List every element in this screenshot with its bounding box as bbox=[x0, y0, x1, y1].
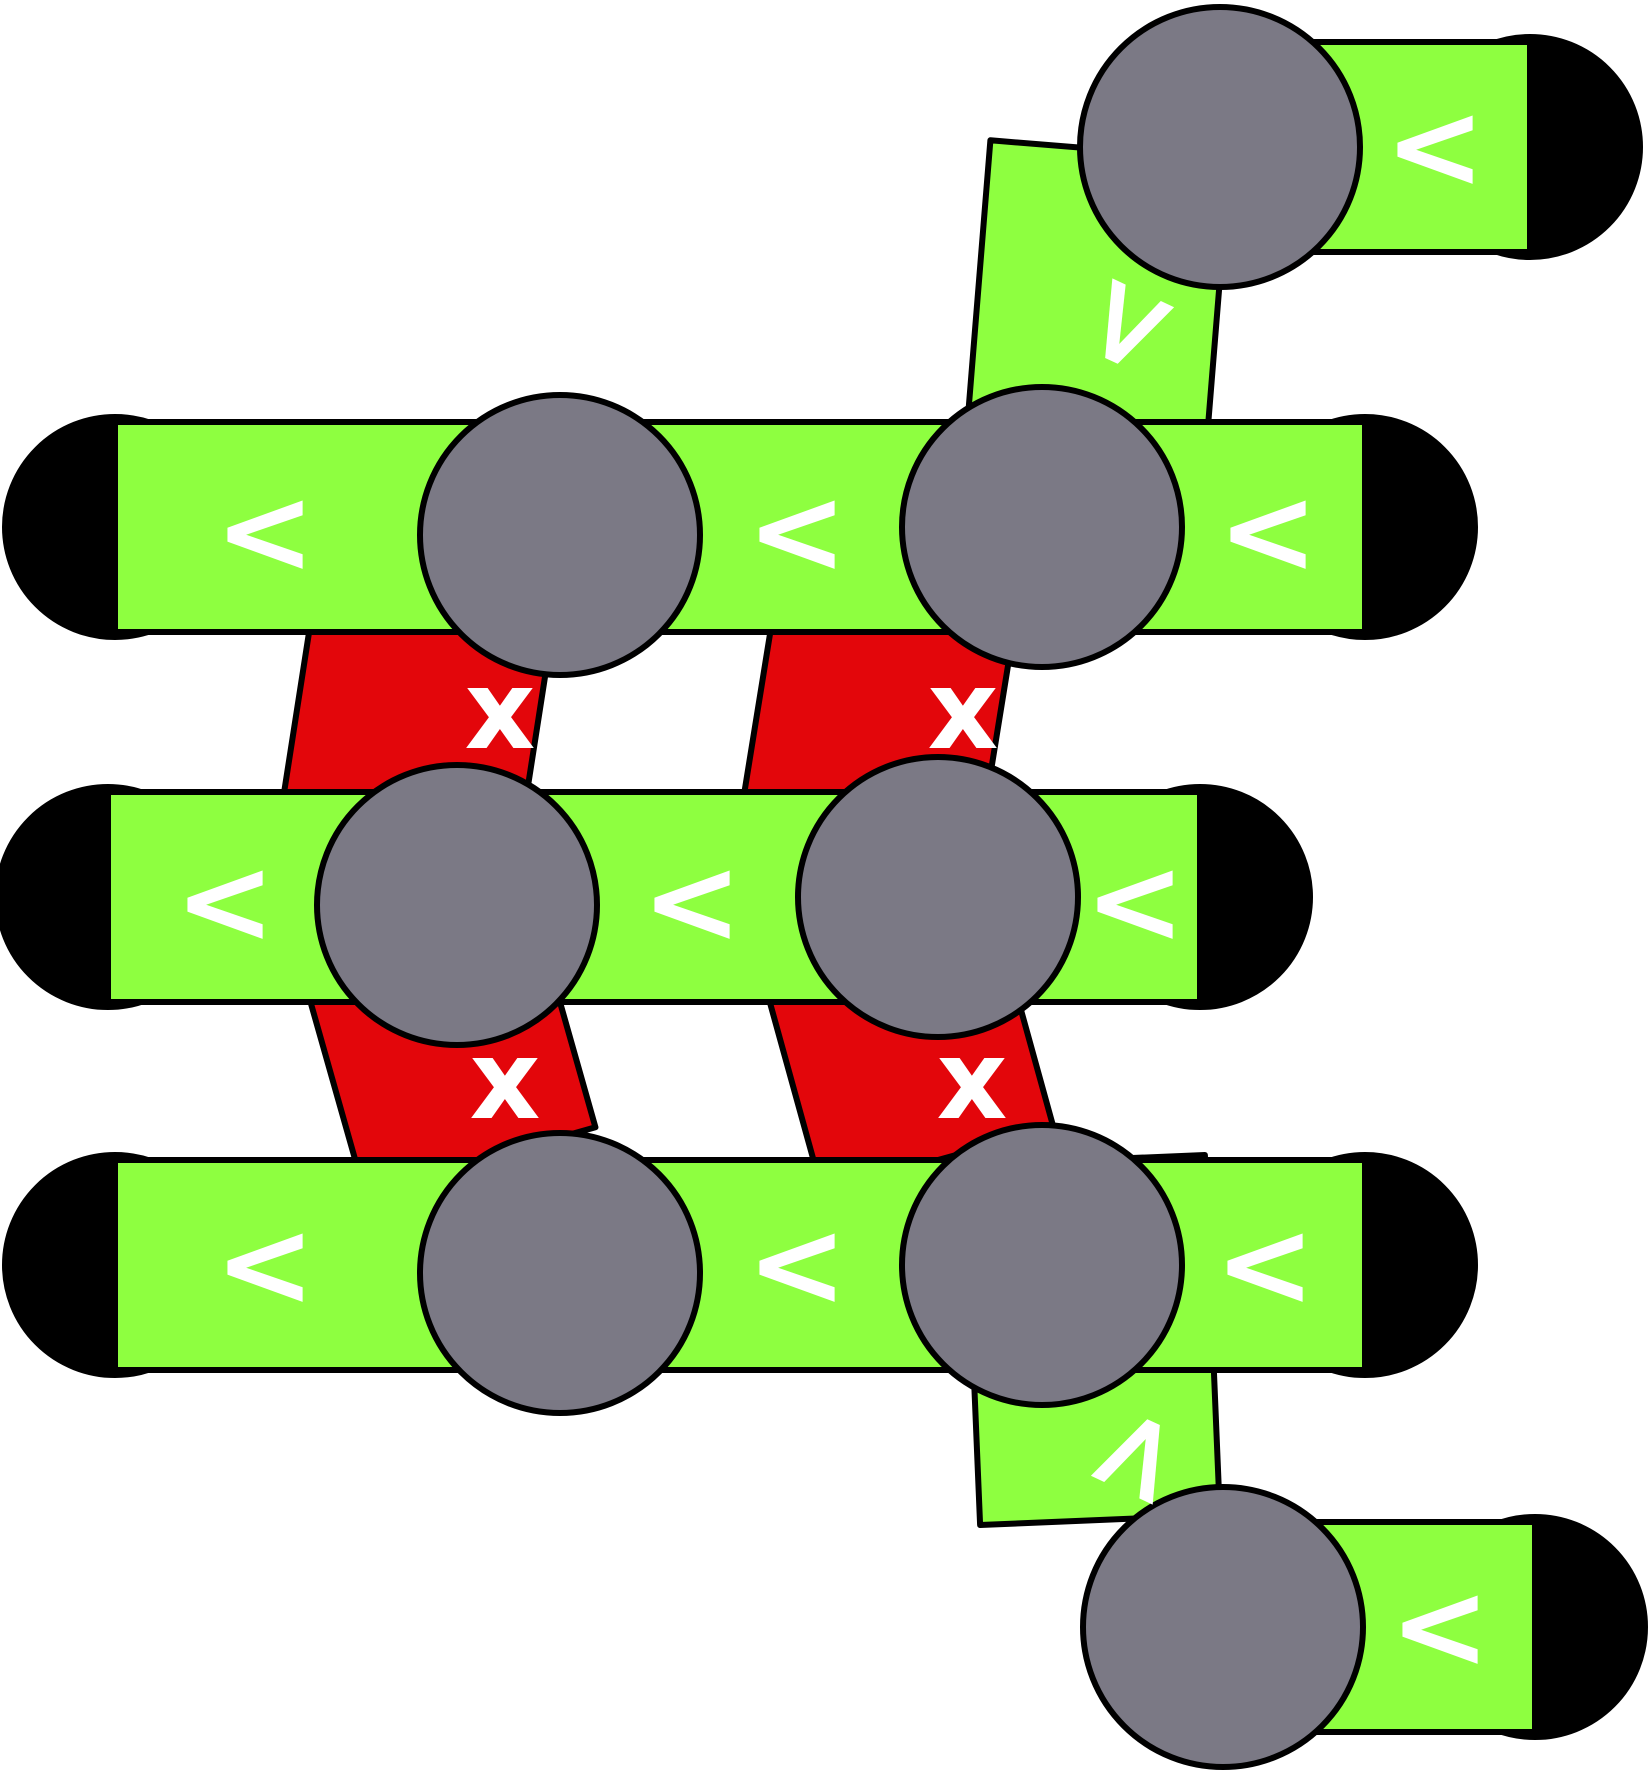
node-circle-4 bbox=[314, 762, 600, 1048]
arrow-left-icon-8: < bbox=[747, 1196, 848, 1335]
node-circle-6 bbox=[417, 1130, 703, 1416]
arrow-left-icon-2: < bbox=[747, 463, 848, 602]
arrow-left-icon-7: < bbox=[215, 1196, 316, 1335]
arrow-left-icon-4: < bbox=[175, 833, 276, 972]
arrow-left-icon-1: < bbox=[215, 463, 316, 602]
arrow-left-icon-11: < bbox=[1390, 1558, 1491, 1697]
node-circle-3 bbox=[899, 384, 1185, 670]
arrow-left-icon-10: < bbox=[1385, 78, 1486, 217]
arrow-left-icon-6: < bbox=[1085, 833, 1186, 972]
cross-icon-1: x bbox=[465, 646, 536, 774]
cross-icon-2: x bbox=[928, 646, 999, 774]
arrow-left-icon-5: < bbox=[642, 833, 743, 972]
arrow-left-icon-3: < bbox=[1218, 463, 1319, 602]
arrow-left-icon-9: < bbox=[1215, 1196, 1316, 1335]
node-circle-8 bbox=[1080, 1484, 1366, 1770]
node-circle-2 bbox=[417, 392, 703, 678]
node-circle-5 bbox=[795, 754, 1081, 1040]
cross-icon-4: x bbox=[937, 1016, 1008, 1144]
cross-icon-3: x bbox=[470, 1016, 541, 1144]
node-circle-7 bbox=[899, 1122, 1185, 1408]
node-circle-1 bbox=[1077, 4, 1363, 290]
